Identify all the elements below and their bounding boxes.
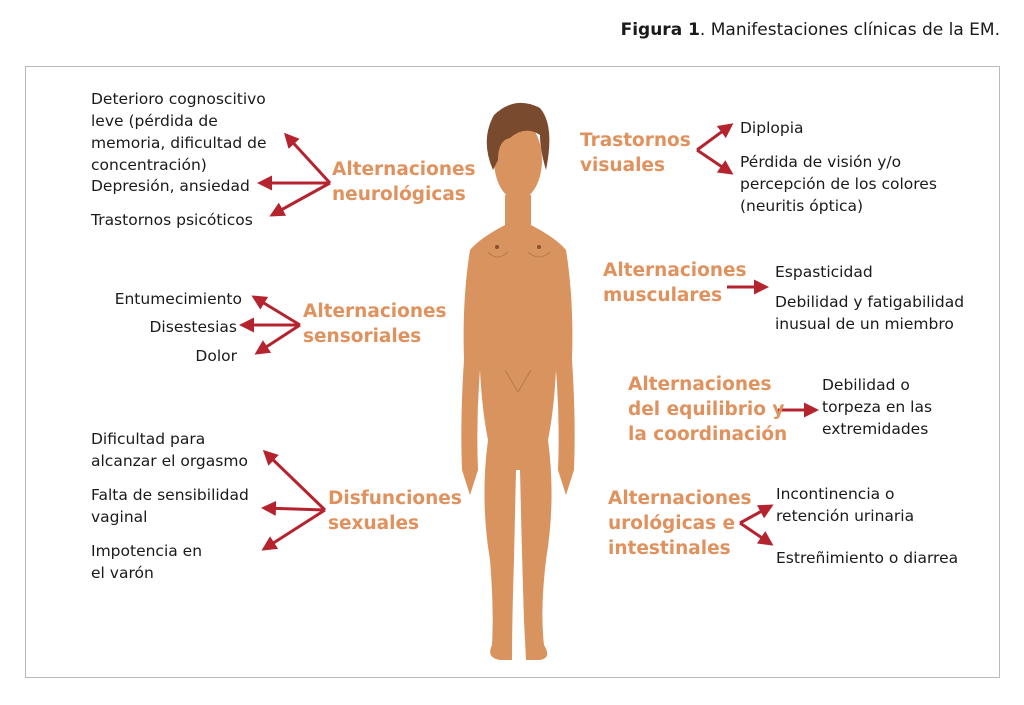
item-visual-diplopia: Diplopia — [740, 119, 804, 137]
label-urological: Alternaciones urológicas e intestinales — [608, 488, 752, 559]
item-sexual-impotence: Impotencia en el varón — [91, 542, 203, 582]
item-sensory-numbness: Entumecimiento — [114, 290, 242, 308]
figure-label: Figura 1 — [620, 20, 700, 40]
item-uro-incontinence: Incontinencia o retención urinaria — [776, 485, 915, 525]
arrow-neuro-1 — [283, 132, 332, 185]
item-sensory-pain: Dolor — [195, 347, 237, 365]
label-visual: Trastornos visuales — [580, 130, 691, 176]
arrow-sexual-1 — [262, 449, 327, 512]
diagram-frame — [25, 66, 1000, 678]
arrow-sensory-3 — [254, 323, 301, 355]
label-balance: Alternaciones del equilibrio y la coordi… — [628, 374, 788, 445]
label-muscular: Alternaciones musculares — [603, 260, 747, 306]
item-balance-weakness: Debilidad o torpeza en las extremidades — [822, 376, 933, 438]
figure-caption-text: . Manifestaciones clínicas de la EM. — [699, 20, 1000, 40]
figure-caption: Figura 1. Manifestaciones clínicas de la… — [621, 20, 1000, 40]
body-silhouette — [461, 102, 575, 660]
item-sexual-orgasm: Dificultad para alcanzar el orgasmo — [91, 430, 248, 470]
arrow-uro-1 — [739, 504, 774, 525]
arrow-uro-2 — [739, 521, 774, 546]
item-muscular-weakness: Debilidad y fatigabilidad inusual de un … — [775, 293, 965, 333]
arrow-visual-1 — [696, 123, 734, 152]
label-sexual: Disfunciones sexuales — [328, 488, 462, 534]
item-muscular-spasticity: Espasticidad — [775, 263, 873, 281]
item-sensory-dysesthesia: Disestesias — [149, 318, 238, 336]
item-uro-constipation: Estreñimiento o diarrea — [776, 549, 959, 567]
arrow-sensory-1 — [251, 295, 301, 327]
arrow-sexual-3 — [261, 508, 326, 551]
arrow-neuro-3 — [269, 181, 331, 217]
item-visual-loss: Pérdida de visión y/o percepción de los … — [740, 153, 937, 215]
label-neurological: Alternaciones neurológicas — [332, 159, 476, 205]
item-neuro-cognitive: Deterioro cognoscitivo leve (pérdida de … — [91, 90, 267, 174]
item-neuro-psychotic: Trastornos psicóticos — [91, 211, 253, 229]
item-neuro-depression: Depresión, ansiedad — [91, 177, 250, 195]
label-sensory: Alternaciones sensoriales — [303, 301, 447, 347]
arrow-sexual-2 — [261, 500, 326, 516]
arrow-visual-2 — [696, 148, 734, 175]
item-sexual-sensitivity: Falta de sensibilidad vaginal — [91, 486, 249, 526]
